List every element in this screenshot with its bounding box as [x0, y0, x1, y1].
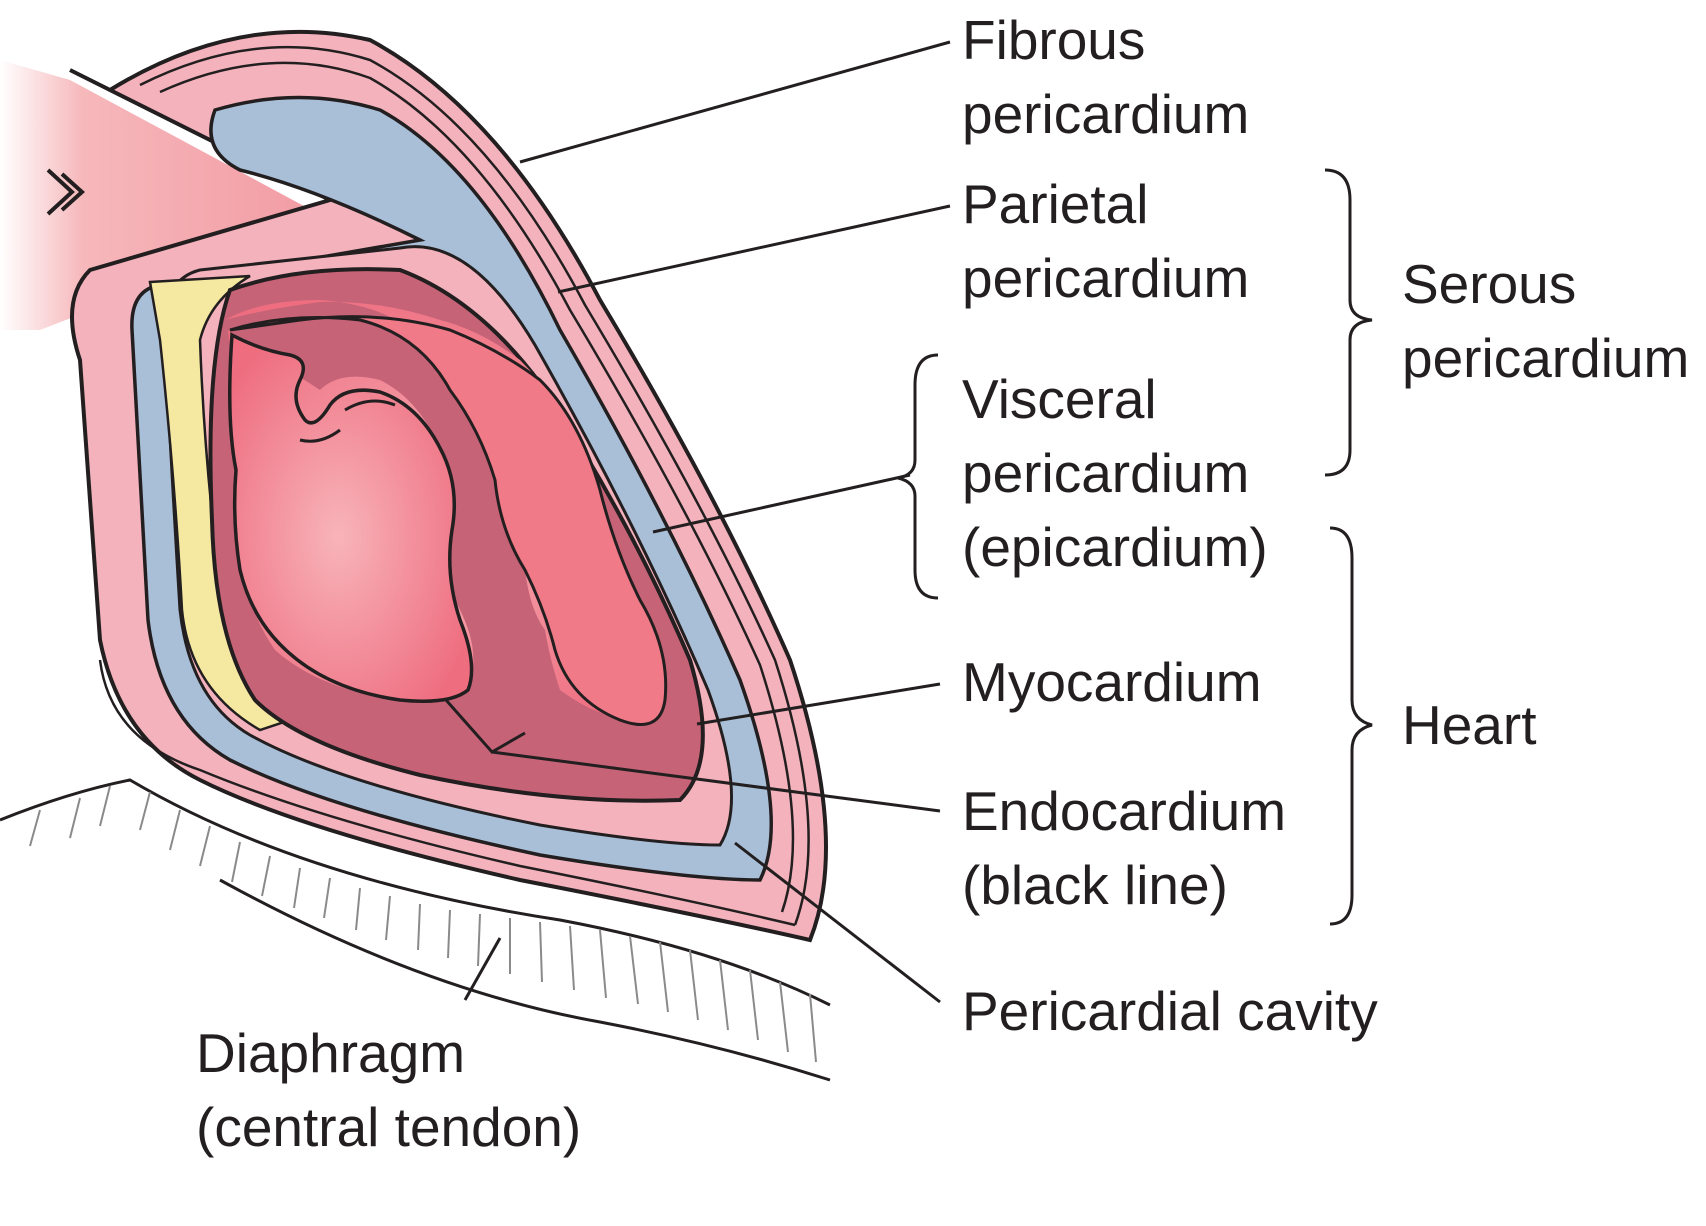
visceral-brace	[897, 353, 939, 600]
leader-cavity	[734, 841, 941, 1004]
heart-brace	[1329, 526, 1373, 926]
label-endocardium: Endocardium (black line)	[962, 780, 1286, 916]
group-serous-line2: pericardium	[1402, 327, 1689, 389]
endocardium-ridge	[299, 399, 396, 443]
leader-lines	[444, 40, 951, 1004]
label-parietal-pericardium: Parietal pericardium	[962, 173, 1249, 309]
diaphragm	[0, 780, 830, 1075]
label-parietal-line2: pericardium	[962, 247, 1249, 309]
label-visceral-line3: (epicardium)	[962, 516, 1268, 578]
label-endocardium-line1: Endocardium	[962, 780, 1286, 842]
label-fibrous-pericardium: Fibrous pericardium	[962, 9, 1249, 145]
leader-endocardium	[444, 699, 941, 813]
label-diaphragm-line2: (central tendon)	[196, 1096, 581, 1158]
heart-chamber-main	[229, 315, 668, 726]
label-visceral-line1: Visceral	[962, 368, 1157, 430]
diaphragm-lower-edge	[219, 878, 831, 1082]
label-parietal-line1: Parietal	[962, 173, 1148, 235]
heart-chamber-left	[228, 332, 474, 703]
label-fibrous-line1: Fibrous	[962, 9, 1145, 71]
fibrous-layer-lines	[98, 45, 810, 927]
great-vessel	[0, 60, 330, 330]
label-fibrous-line2: pericardium	[962, 83, 1249, 145]
diaphragm-hatching	[29, 785, 817, 1063]
group-serous-pericardium: Serous pericardium	[1402, 253, 1689, 389]
diaphragm-upper-edge	[0, 778, 831, 1007]
leader-myocardium	[696, 682, 941, 726]
group-serous-line1: Serous	[1402, 253, 1576, 315]
group-heart: Heart	[1402, 694, 1537, 756]
leader-diaphragm	[463, 937, 502, 1001]
leader-parietal	[557, 204, 951, 294]
label-visceral-line2: pericardium	[962, 442, 1249, 504]
great-vessel-chevron	[46, 168, 85, 216]
label-diaphragm-line1: Diaphragm	[196, 1022, 465, 1084]
leader-visceral	[652, 473, 911, 534]
label-pericardial-cavity: Pericardial cavity	[962, 980, 1378, 1042]
leader-fibrous	[519, 40, 951, 164]
label-myocardium: Myocardium	[962, 651, 1262, 713]
label-visceral-pericardium: Visceral pericardium (epicardium)	[962, 368, 1268, 578]
label-endocardium-line2: (black line)	[962, 854, 1228, 916]
serous-brace	[1324, 168, 1373, 477]
braces	[897, 168, 1373, 926]
label-diaphragm: Diaphragm (central tendon)	[196, 1022, 581, 1158]
